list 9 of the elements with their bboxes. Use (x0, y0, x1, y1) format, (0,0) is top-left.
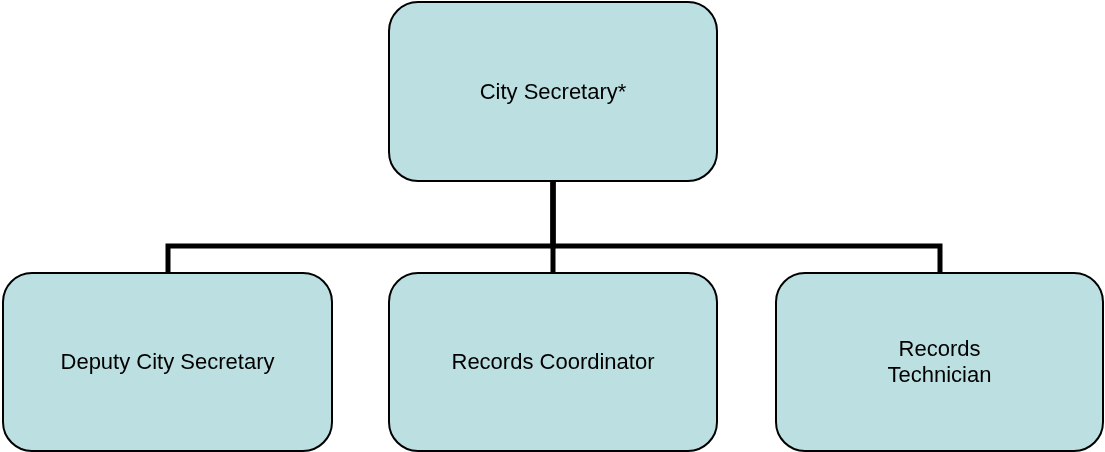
connector-line (550, 182, 943, 272)
position-title: Deputy City Secretary (60, 349, 275, 375)
position-box (2, 272, 333, 452)
position-box (388, 1, 718, 182)
position-box (775, 272, 1104, 452)
position-title: Records Coordinator (451, 349, 655, 375)
position-title: City Secretary* (479, 78, 627, 105)
position-box (388, 272, 718, 452)
position-title: Records Technician (886, 336, 993, 388)
